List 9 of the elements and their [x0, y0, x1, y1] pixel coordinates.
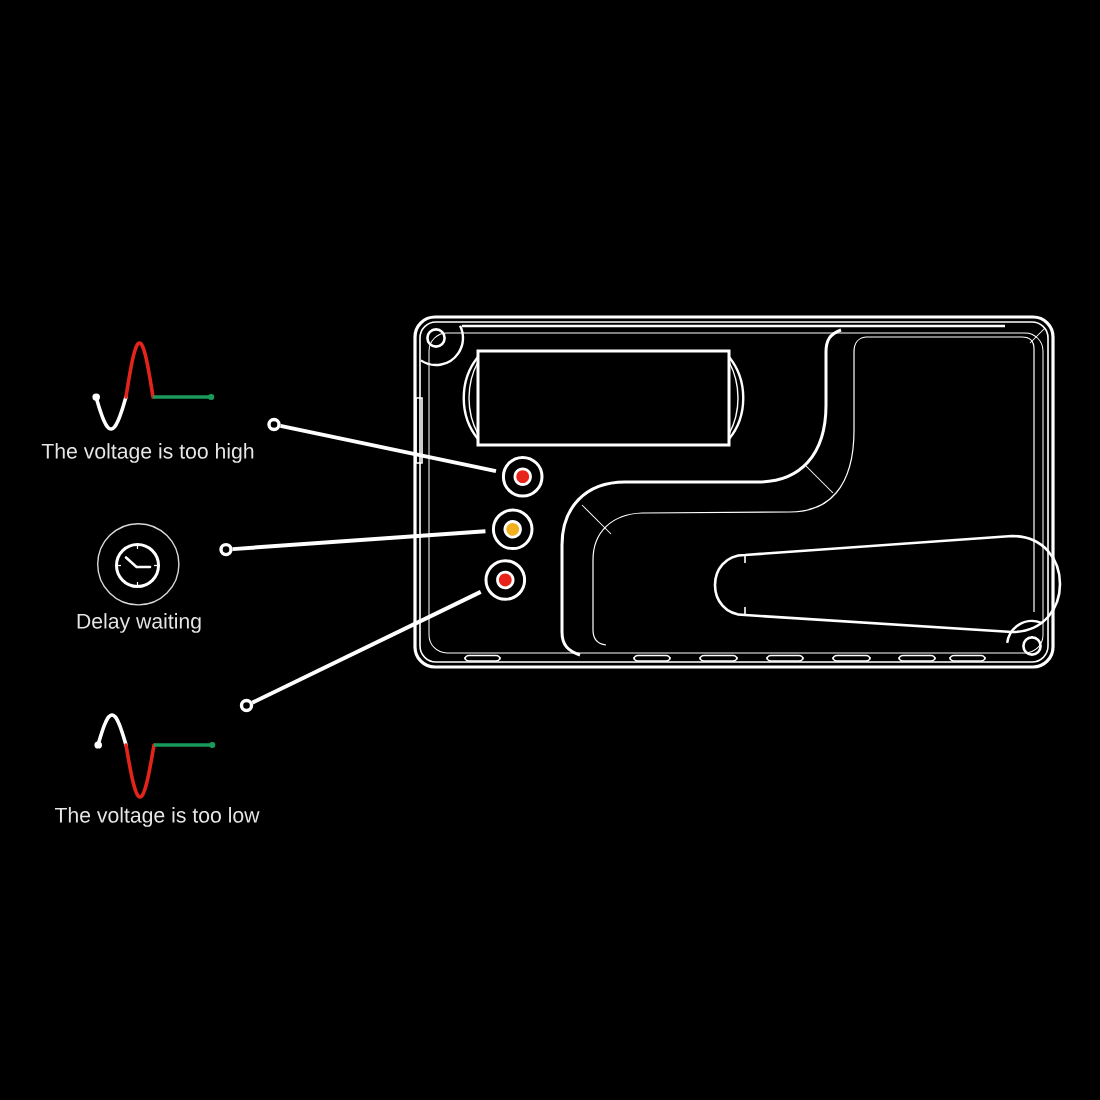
node-label: Delay waiting	[77, 613, 201, 633]
node-label: The voltage is too low	[54, 807, 260, 827]
indicator-light	[501, 455, 544, 498]
leader-line	[251, 590, 482, 705]
node-label: The voltage is too high	[41, 443, 254, 463]
leader-line	[232, 529, 486, 552]
indicator-light	[491, 508, 534, 551]
indicator-light	[484, 559, 527, 601]
leader-line	[280, 423, 497, 474]
